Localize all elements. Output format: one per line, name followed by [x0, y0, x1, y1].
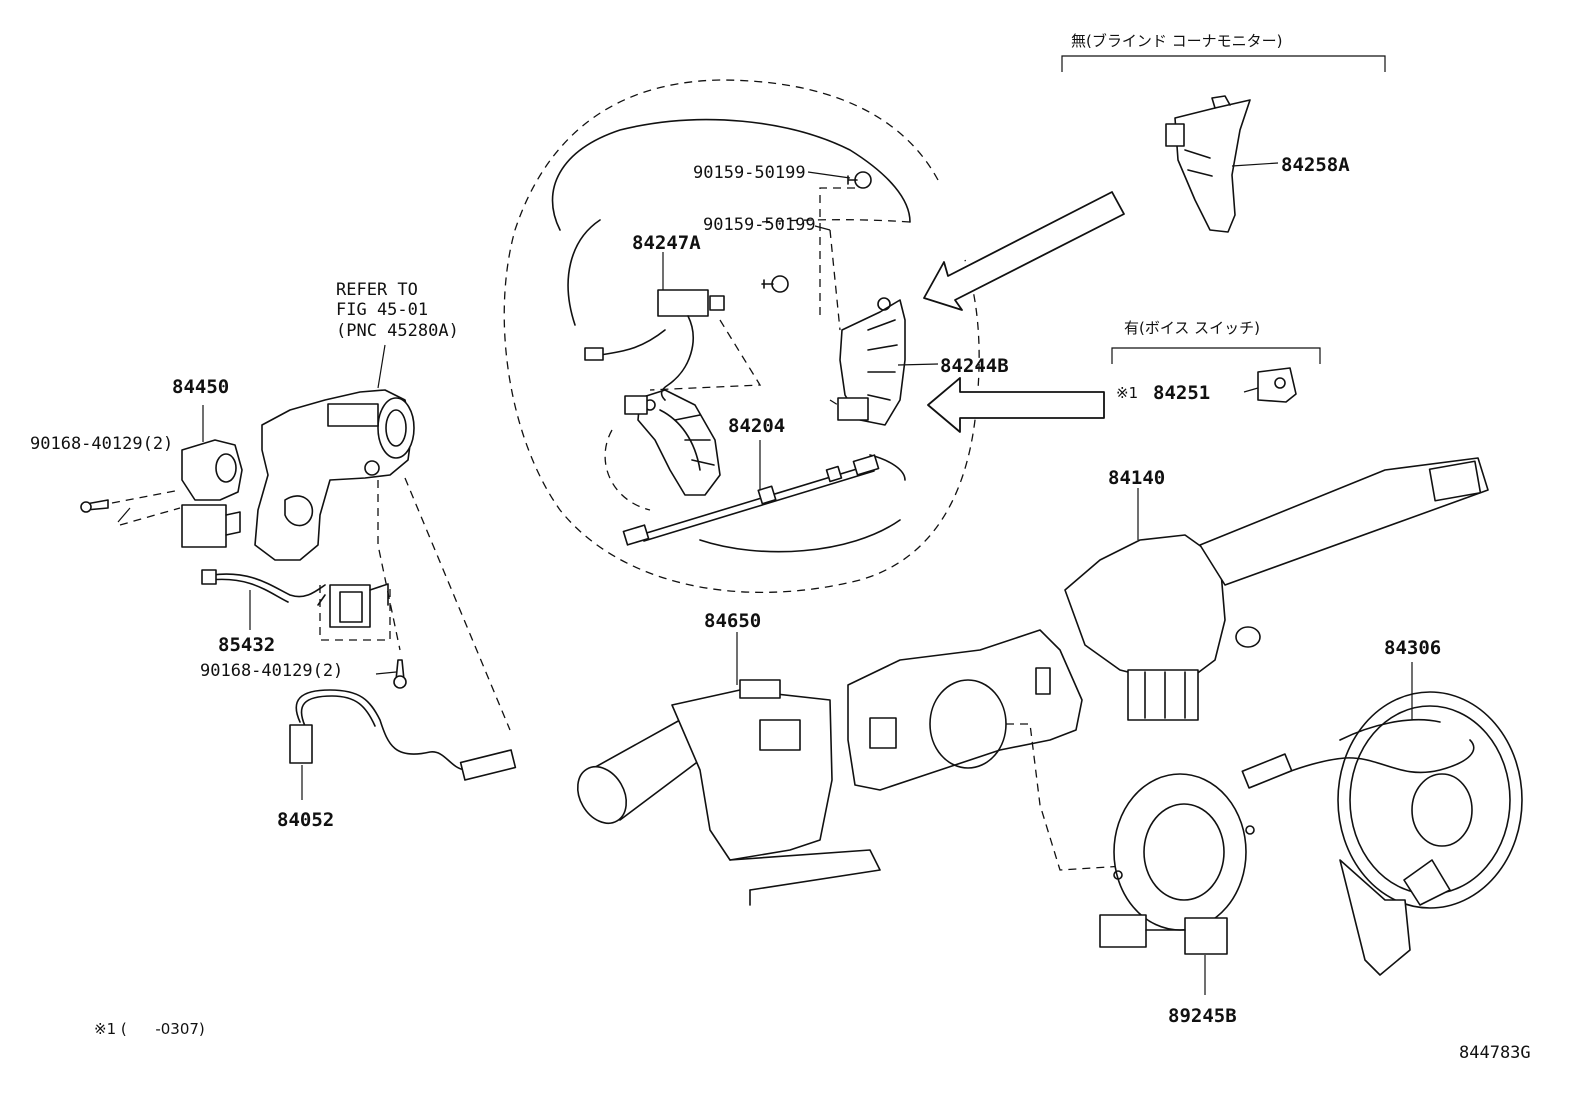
label-85432: 85432 — [218, 634, 275, 656]
label-84650: 84650 — [704, 610, 761, 632]
screw-90168-left — [80, 489, 181, 526]
sensor-wire-84052 — [289, 477, 517, 800]
arrow-lower — [927, 377, 1105, 433]
label-84251: 84251 — [1153, 382, 1210, 404]
screw-90168-lower — [393, 659, 407, 689]
label-84258A: 84258A — [1281, 154, 1350, 176]
label-84140: 84140 — [1108, 467, 1165, 489]
label-84450: 84450 — [172, 376, 229, 398]
wire-harness-84204 — [622, 454, 880, 546]
group-bracket-without — [1061, 55, 1386, 72]
refer-line-3: (PNC 45280A) — [336, 321, 459, 341]
group-bracket-with — [1111, 347, 1321, 364]
voice-switch-84251 — [1257, 367, 1297, 403]
group-label-with: 有(ボイス スイッチ) — [1124, 319, 1260, 337]
steering-switch-84244B — [829, 297, 906, 426]
switch-body-center — [847, 629, 1141, 871]
diagram-id: 844783G — [1459, 1043, 1531, 1063]
label-84251-mark: ※1 — [1116, 384, 1138, 402]
switch-85432 — [201, 569, 391, 641]
label-84052: 84052 — [277, 809, 334, 831]
label-90168-lower: 90168-40129(2) — [200, 661, 343, 681]
wiper-switch-84140 — [1064, 457, 1489, 721]
refer-line-2: FIG 45-01 — [336, 300, 428, 320]
screw-90159-top — [819, 171, 872, 320]
group-label-without: 無(ブラインド コーナモニター) — [1071, 32, 1282, 50]
spiral-cable-84306 — [1241, 662, 1523, 976]
leader-lines — [375, 162, 1279, 675]
arrow-upper — [923, 191, 1125, 311]
screw-90159-mid — [761, 229, 841, 331]
label-90159-mid: 90159-50199 — [703, 215, 816, 235]
steering-wheel-outline — [503, 79, 980, 593]
label-90159-top: 90159-50199 — [693, 163, 806, 183]
steering-switch-84247A — [584, 289, 762, 511]
footnote: ※1 ( -0307) — [94, 1020, 205, 1038]
label-84247A: 84247A — [632, 232, 701, 254]
ignition-housing — [254, 344, 415, 561]
turn-signal-switch-84650 — [576, 632, 881, 906]
label-89245B: 89245B — [1168, 1005, 1237, 1027]
steering-sensor-89245B — [1099, 773, 1255, 995]
label-90168-left: 90168-40129(2) — [30, 434, 173, 454]
label-84306: 84306 — [1384, 637, 1441, 659]
bezel-84258A — [1165, 95, 1251, 233]
key-cylinder-84450 — [181, 405, 243, 548]
label-84204: 84204 — [728, 415, 785, 437]
refer-line-1: REFER TO — [336, 280, 418, 300]
label-84244B: 84244B — [940, 355, 1009, 377]
